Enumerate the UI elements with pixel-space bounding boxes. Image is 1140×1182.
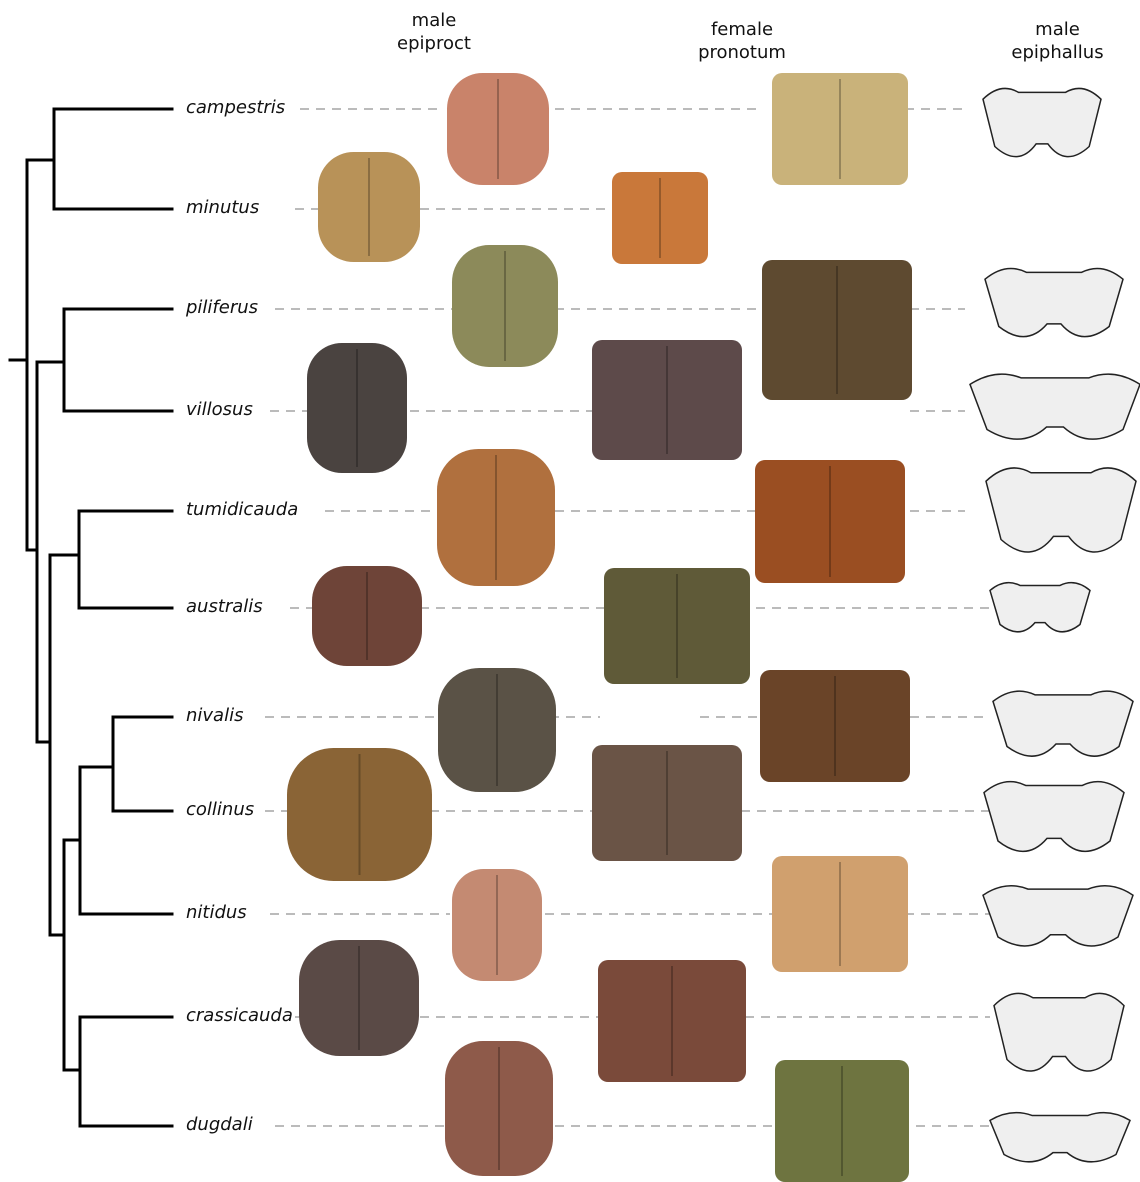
taxon-label-dugdali: dugdali — [186, 1114, 253, 1135]
taxon-label-minutus: minutus — [186, 197, 259, 218]
taxon-label-piliferus: piliferus — [186, 297, 258, 318]
taxon-label-crassicauda: crassicauda — [186, 1005, 293, 1026]
epiphallus-drawing-villosus — [970, 374, 1140, 439]
epiphallus-drawing-tumidicauda — [986, 468, 1136, 552]
taxon-label-collinus: collinus — [186, 799, 254, 820]
epiphallus-drawing-australis — [990, 583, 1090, 632]
epiphallus-drawing-campestris — [983, 88, 1101, 156]
epiphallus-drawing-piliferus — [985, 268, 1123, 336]
epiphallus-drawing-nivalis — [993, 691, 1133, 756]
epiphallus-drawing-dugdali — [990, 1113, 1130, 1162]
epiphallus-drawing-collinus — [984, 782, 1124, 852]
taxon-label-australis: australis — [186, 596, 263, 617]
taxon-label-villosus: villosus — [186, 399, 253, 420]
epiphallus-drawing-nitidus — [983, 886, 1133, 946]
taxon-label-campestris: campestris — [186, 97, 285, 118]
taxon-label-tumidicauda: tumidicauda — [186, 499, 298, 520]
taxon-label-nitidus: nitidus — [186, 902, 247, 923]
taxon-label-nivalis: nivalis — [186, 705, 243, 726]
epiphallus-drawing-crassicauda — [994, 993, 1124, 1071]
